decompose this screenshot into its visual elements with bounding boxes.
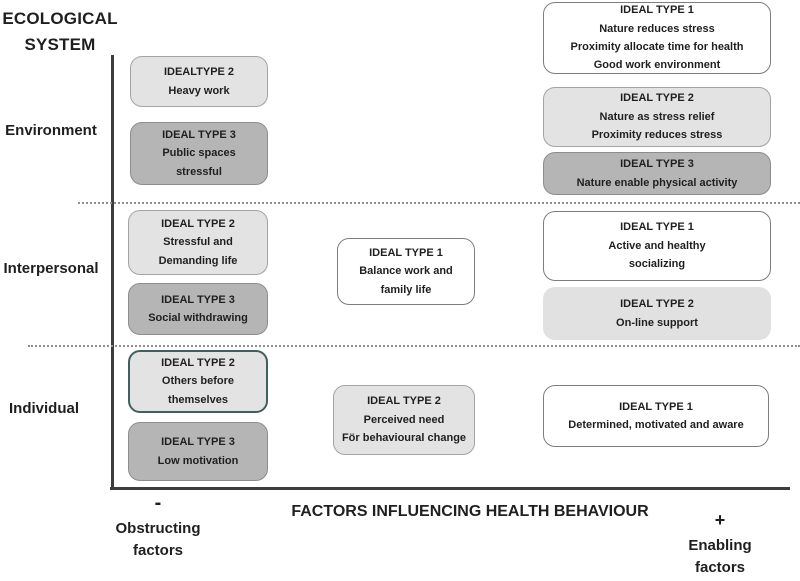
card-title: IDEAL TYPE 2	[367, 395, 441, 408]
card-line: Proximity reduces stress	[591, 129, 723, 142]
diagram-title: ECOLOGICAL SYSTEM	[0, 6, 120, 59]
card-environment-type2-enabling: IDEAL TYPE 2 Nature as stress relief Pro…	[543, 87, 771, 147]
card-line: Good work environment	[593, 59, 721, 72]
card-title: IDEAL TYPE 2	[161, 217, 235, 230]
card-title: IDEAL TYPE 3	[162, 128, 236, 141]
card-interpersonal-type2-enabling: IDEAL TYPE 2 On-line support	[543, 287, 771, 340]
enabling-line2: factors	[694, 558, 746, 576]
x-axis	[110, 487, 790, 490]
card-line: Determined, motivated and aware	[568, 419, 744, 431]
divider-environment-interpersonal	[78, 202, 800, 204]
card-title: IDEAL TYPE 1	[620, 4, 694, 17]
card-line: Public spaces	[162, 147, 236, 160]
obstructing-line2: factors	[132, 541, 184, 559]
obstructing-factors-label: Obstructing factors	[106, 518, 210, 562]
card-interpersonal-type1-enabling: IDEAL TYPE 1 Active and healthy socializ…	[543, 211, 771, 281]
card-title: IDEAL TYPE 3	[161, 436, 235, 449]
card-line: Social withdrawing	[148, 312, 248, 324]
diagram-title-line1: ECOLOGICAL	[2, 9, 118, 28]
card-line: stressful	[176, 165, 222, 178]
card-title: IDEAL TYPE 1	[619, 400, 693, 413]
card-environment-type2-obstructing: IDEALTYPE 2 Heavy work	[130, 56, 268, 107]
enabling-line1: Enabling	[688, 537, 752, 554]
card-interpersonal-type2-obstructing: IDEAL TYPE 2 Stressful and Demanding lif…	[128, 210, 268, 275]
card-individual-type3-obstructing: IDEAL TYPE 3 Low motivation	[128, 422, 268, 481]
card-line: För behavioural change	[341, 432, 467, 445]
card-environment-type1-enabling: IDEAL TYPE 1 Nature reduces stress Proxi…	[543, 2, 771, 74]
card-line: Stressful and	[163, 236, 233, 249]
card-environment-type3-enabling: IDEAL TYPE 3 Nature enable physical acti…	[543, 152, 771, 195]
diagram-title-line2: SYSTEM	[24, 35, 96, 55]
card-individual-type2-obstructing: IDEAL TYPE 2 Others before themselves	[128, 350, 268, 413]
minus-sign: -	[154, 492, 162, 514]
card-line: Proximity allocate time for health	[570, 41, 744, 53]
row-label-environment: Environment	[5, 122, 97, 139]
card-line: Heavy work	[168, 84, 230, 97]
card-line: socializing	[628, 258, 686, 271]
x-axis-title: FACTORS INFLUENCING HEALTH BEHAVIOUR	[291, 503, 649, 520]
divider-interpersonal-individual	[28, 345, 800, 347]
y-axis	[111, 55, 114, 488]
card-title: IDEAL TYPE 3	[620, 158, 694, 171]
obstructing-line1: Obstructing	[115, 520, 201, 537]
card-title: IDEAL TYPE 3	[161, 293, 235, 306]
card-individual-type1-enabling: IDEAL TYPE 1 Determined, motivated and a…	[543, 385, 769, 447]
card-title: IDEAL TYPE 2	[161, 356, 235, 369]
card-title: IDEAL TYPE 2	[620, 92, 694, 105]
card-line: Nature as stress relief	[599, 110, 715, 123]
card-line: Demanding life	[158, 254, 238, 267]
card-line: Balance work and	[359, 265, 453, 278]
card-interpersonal-type1-middle: IDEAL TYPE 1 Balance work and family lif…	[337, 238, 475, 305]
card-line: Perceived need	[363, 413, 445, 426]
card-line: Nature enable physical activity	[576, 176, 738, 189]
enabling-factors-label: Enabling factors	[668, 535, 772, 579]
card-line: family life	[380, 283, 432, 296]
card-line: Nature reduces stress	[599, 22, 715, 35]
card-line: Low motivation	[157, 454, 239, 467]
card-title: IDEALTYPE 2	[163, 66, 235, 79]
card-line: Active and healthy	[608, 239, 706, 252]
card-line: On-line support	[616, 316, 698, 329]
card-environment-type3-obstructing: IDEAL TYPE 3 Public spaces stressful	[130, 122, 268, 185]
card-title: IDEAL TYPE 2	[620, 298, 694, 311]
card-interpersonal-type3-obstructing: IDEAL TYPE 3 Social withdrawing	[128, 283, 268, 335]
card-title: IDEAL TYPE 1	[369, 246, 443, 259]
row-label-individual: Individual	[8, 400, 79, 417]
plus-sign: +	[714, 510, 726, 530]
card-line: Others before	[161, 375, 235, 388]
card-title: IDEAL TYPE 1	[620, 221, 694, 234]
card-individual-type2-middle: IDEAL TYPE 2 Perceived need För behaviou…	[333, 385, 475, 455]
row-label-interpersonal: Interpersonal	[3, 260, 99, 277]
card-line: themselves	[168, 393, 228, 406]
